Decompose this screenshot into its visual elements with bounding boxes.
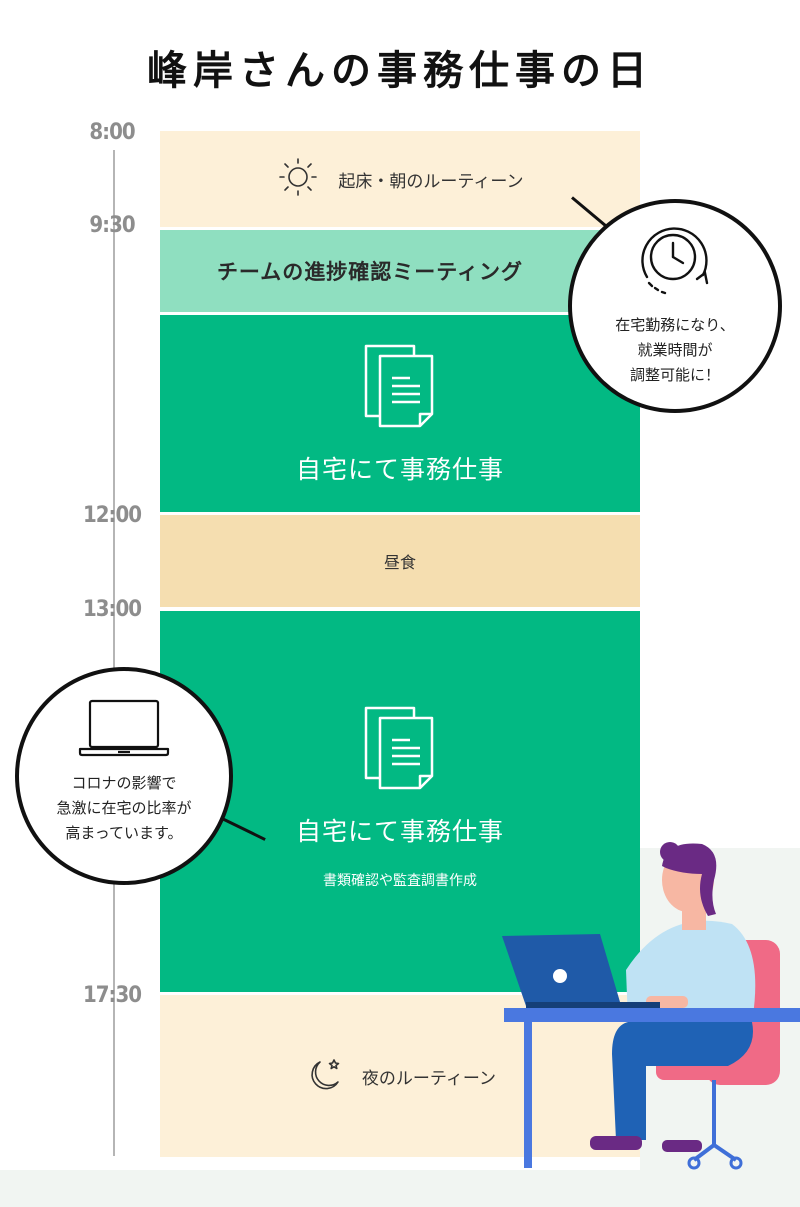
chair-base	[692, 1142, 738, 1162]
chair-wheel	[687, 1156, 701, 1170]
callout-left-line-1: コロナの影響で	[71, 773, 177, 792]
time-axis	[113, 150, 115, 1156]
desk-leg	[524, 1022, 532, 1168]
document-icon	[362, 342, 438, 436]
block-lunch: 昼食	[160, 515, 640, 607]
block-work-morning: 自宅にて事務仕事	[160, 315, 640, 512]
sun-icon	[276, 155, 320, 204]
callout-right-line-3: 調整可能に！	[629, 365, 720, 384]
morning-routine-label: 起床・朝のルーティーン	[338, 171, 524, 192]
work-afternoon-sublabel: 書類確認や監査調書作成	[323, 872, 477, 889]
block-morning-routine: 起床・朝のルーティーン	[160, 131, 640, 227]
callout-right-line-2: 就業時間が	[637, 340, 713, 359]
night-routine-label: 夜のルーティーン	[361, 1068, 497, 1089]
person-legs	[612, 1022, 753, 1140]
page-title: 峰岸さんの事務仕事の日	[147, 48, 653, 94]
document-icon	[362, 704, 438, 798]
callout-left-line-2: 急激に在宅の比率が	[56, 798, 192, 817]
time-label-1730: 17:30	[82, 983, 142, 1008]
laptop-base	[526, 1002, 660, 1008]
person-hair-bun	[660, 842, 680, 862]
callout-remote-work: コロナの影響で 急激に在宅の比率が 高まっています。	[15, 667, 233, 885]
meeting-label: チームの進捗確認ミーティング	[216, 260, 524, 284]
work-afternoon-label: 自宅にて事務仕事	[295, 816, 504, 846]
time-label-0930: 9:30	[89, 213, 135, 238]
clock-icon	[633, 219, 717, 303]
background-floor	[0, 1170, 800, 1207]
laptop-icon	[76, 697, 172, 763]
block-work-afternoon: 自宅にて事務仕事 書類確認や監査調書作成	[160, 611, 640, 992]
callout-flexible-hours: 在宅勤務になり、 就業時間が 調整可能に！	[568, 199, 782, 413]
work-morning-label: 自宅にて事務仕事	[295, 454, 504, 484]
person-shoe	[590, 1136, 642, 1150]
time-label-1200: 12:00	[82, 503, 142, 528]
person-shoe	[662, 1140, 702, 1152]
block-meeting: チームの進捗確認ミーティング	[160, 230, 640, 312]
callout-left-line-3: 高まっています。	[65, 823, 183, 842]
time-label-1300: 13:00	[82, 597, 142, 622]
person-working-illustration	[502, 842, 800, 1170]
callout-right-line-1: 在宅勤務になり、	[615, 315, 735, 334]
moon-icon	[304, 1054, 344, 1099]
lunch-label: 昼食	[383, 553, 416, 572]
chair-wheel	[729, 1156, 743, 1170]
time-label-0800: 8:00	[89, 120, 135, 145]
desk-top	[504, 1008, 800, 1022]
laptop-logo	[553, 969, 567, 983]
person-hair	[662, 843, 717, 916]
